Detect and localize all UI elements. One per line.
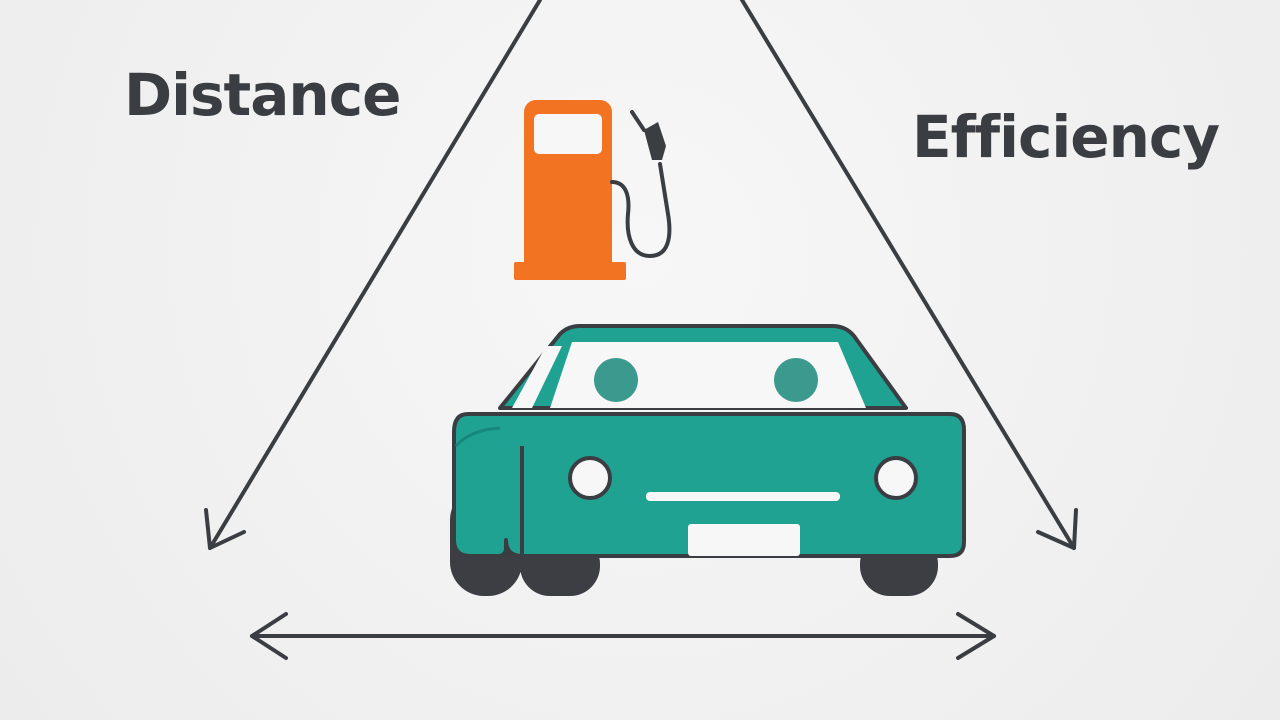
distance-label: Distance: [124, 61, 401, 129]
license-plate: [688, 524, 800, 556]
passenger-head: [774, 358, 818, 402]
fuel-pump-icon: [514, 100, 672, 280]
grille: [646, 492, 840, 501]
left-diagonal-arrow: [204, 0, 542, 550]
efficiency-label: Efficiency: [912, 103, 1220, 171]
left-headlight: [568, 456, 612, 500]
horizontal-double-arrow: [250, 612, 996, 660]
car-icon: [450, 324, 966, 596]
right-diagonal-arrow: [740, 0, 1078, 550]
right-headlight: [874, 456, 918, 500]
driver-head: [594, 358, 638, 402]
